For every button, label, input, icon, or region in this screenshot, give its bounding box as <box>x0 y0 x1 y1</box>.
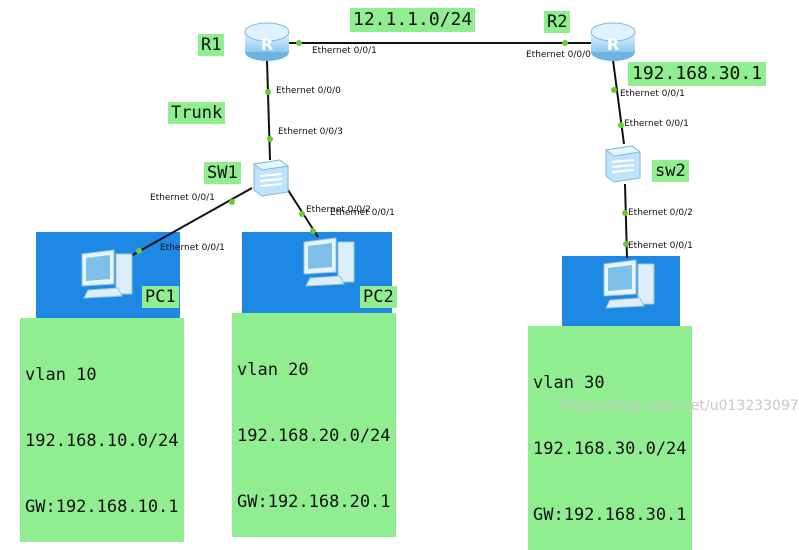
port-dot <box>136 248 142 254</box>
port-label: Ethernet 0/0/3 <box>278 127 343 137</box>
port-dot <box>623 241 629 247</box>
pc-icon[interactable] <box>600 258 658 310</box>
trunk-label: Trunk <box>168 102 226 124</box>
r2-ip-label: 192.168.30.1 <box>628 62 767 86</box>
port-dot <box>562 40 568 46</box>
pc-icon[interactable] <box>300 236 358 288</box>
port-label: Ethernet 0/0/1 <box>312 46 377 56</box>
port-dot <box>265 89 271 95</box>
port-dot <box>622 210 628 216</box>
vlan20-info: vlan 20 192.168.20.0/24 GW:192.168.20.1 <box>232 313 396 537</box>
port-label: Ethernet 0/0/1 <box>620 89 685 99</box>
sw1-label: SW1 <box>204 162 241 184</box>
network-label: 12.1.1.0/24 <box>350 8 476 32</box>
port-label: Ethernet 0/0/2 <box>306 205 371 215</box>
port-dot <box>267 136 273 142</box>
link-r1-sw1 <box>266 59 271 161</box>
pc2-label: PC2 <box>360 286 397 308</box>
link-r2-sw2 <box>612 59 625 145</box>
r2-label: R2 <box>544 11 571 33</box>
vlan20-gateway: GW:192.168.20.1 <box>237 492 391 512</box>
router-icon[interactable]: R <box>242 18 292 64</box>
vlan30-info: vlan 30 192.168.30.0/24 GW:192.168.30.1 <box>528 326 692 550</box>
port-label: Ethernet 0/0/1 <box>330 208 395 218</box>
svg-text:R: R <box>607 35 619 54</box>
port-label: Ethernet 0/0/1 <box>160 243 225 253</box>
port-dot <box>310 228 316 234</box>
r1-label: R1 <box>198 34 225 56</box>
sw2-label: sw2 <box>652 160 689 182</box>
port-dot <box>618 122 624 128</box>
vlan10-name: vlan 10 <box>25 365 97 385</box>
port-label: Ethernet 0/0/1 <box>624 119 689 129</box>
port-label: Ethernet 0/0/0 <box>276 86 341 96</box>
pc-icon[interactable] <box>78 248 136 300</box>
port-label: Ethernet 0/0/1 <box>628 241 693 251</box>
port-label: Ethernet 0/0/0 <box>526 50 591 60</box>
port-dot <box>229 199 235 205</box>
vlan10-info: vlan 10 192.168.10.0/24 GW:192.168.10.1 <box>20 318 184 542</box>
topology-links <box>119 40 629 263</box>
vlan30-gateway: GW:192.168.30.1 <box>533 505 687 525</box>
router-icon[interactable]: R <box>588 18 638 64</box>
watermark: https://blog.csdn.net/u013233097 <box>560 398 799 414</box>
pc1-label: PC1 <box>142 286 179 308</box>
vlan10-gateway: GW:192.168.10.1 <box>25 497 179 517</box>
port-label: Ethernet 0/0/2 <box>628 208 693 218</box>
svg-text:R: R <box>261 35 273 54</box>
switch-icon[interactable] <box>602 142 644 184</box>
port-dot <box>296 40 302 46</box>
port-dot <box>611 87 617 93</box>
vlan20-subnet: 192.168.20.0/24 <box>237 426 391 446</box>
switch-icon[interactable] <box>250 156 292 198</box>
vlan30-subnet: 192.168.30.0/24 <box>533 439 687 459</box>
vlan30-name: vlan 30 <box>533 373 605 393</box>
port-dot <box>299 211 305 217</box>
vlan20-name: vlan 20 <box>237 360 309 380</box>
vlan10-subnet: 192.168.10.0/24 <box>25 431 179 451</box>
port-label: Ethernet 0/0/1 <box>150 193 215 203</box>
